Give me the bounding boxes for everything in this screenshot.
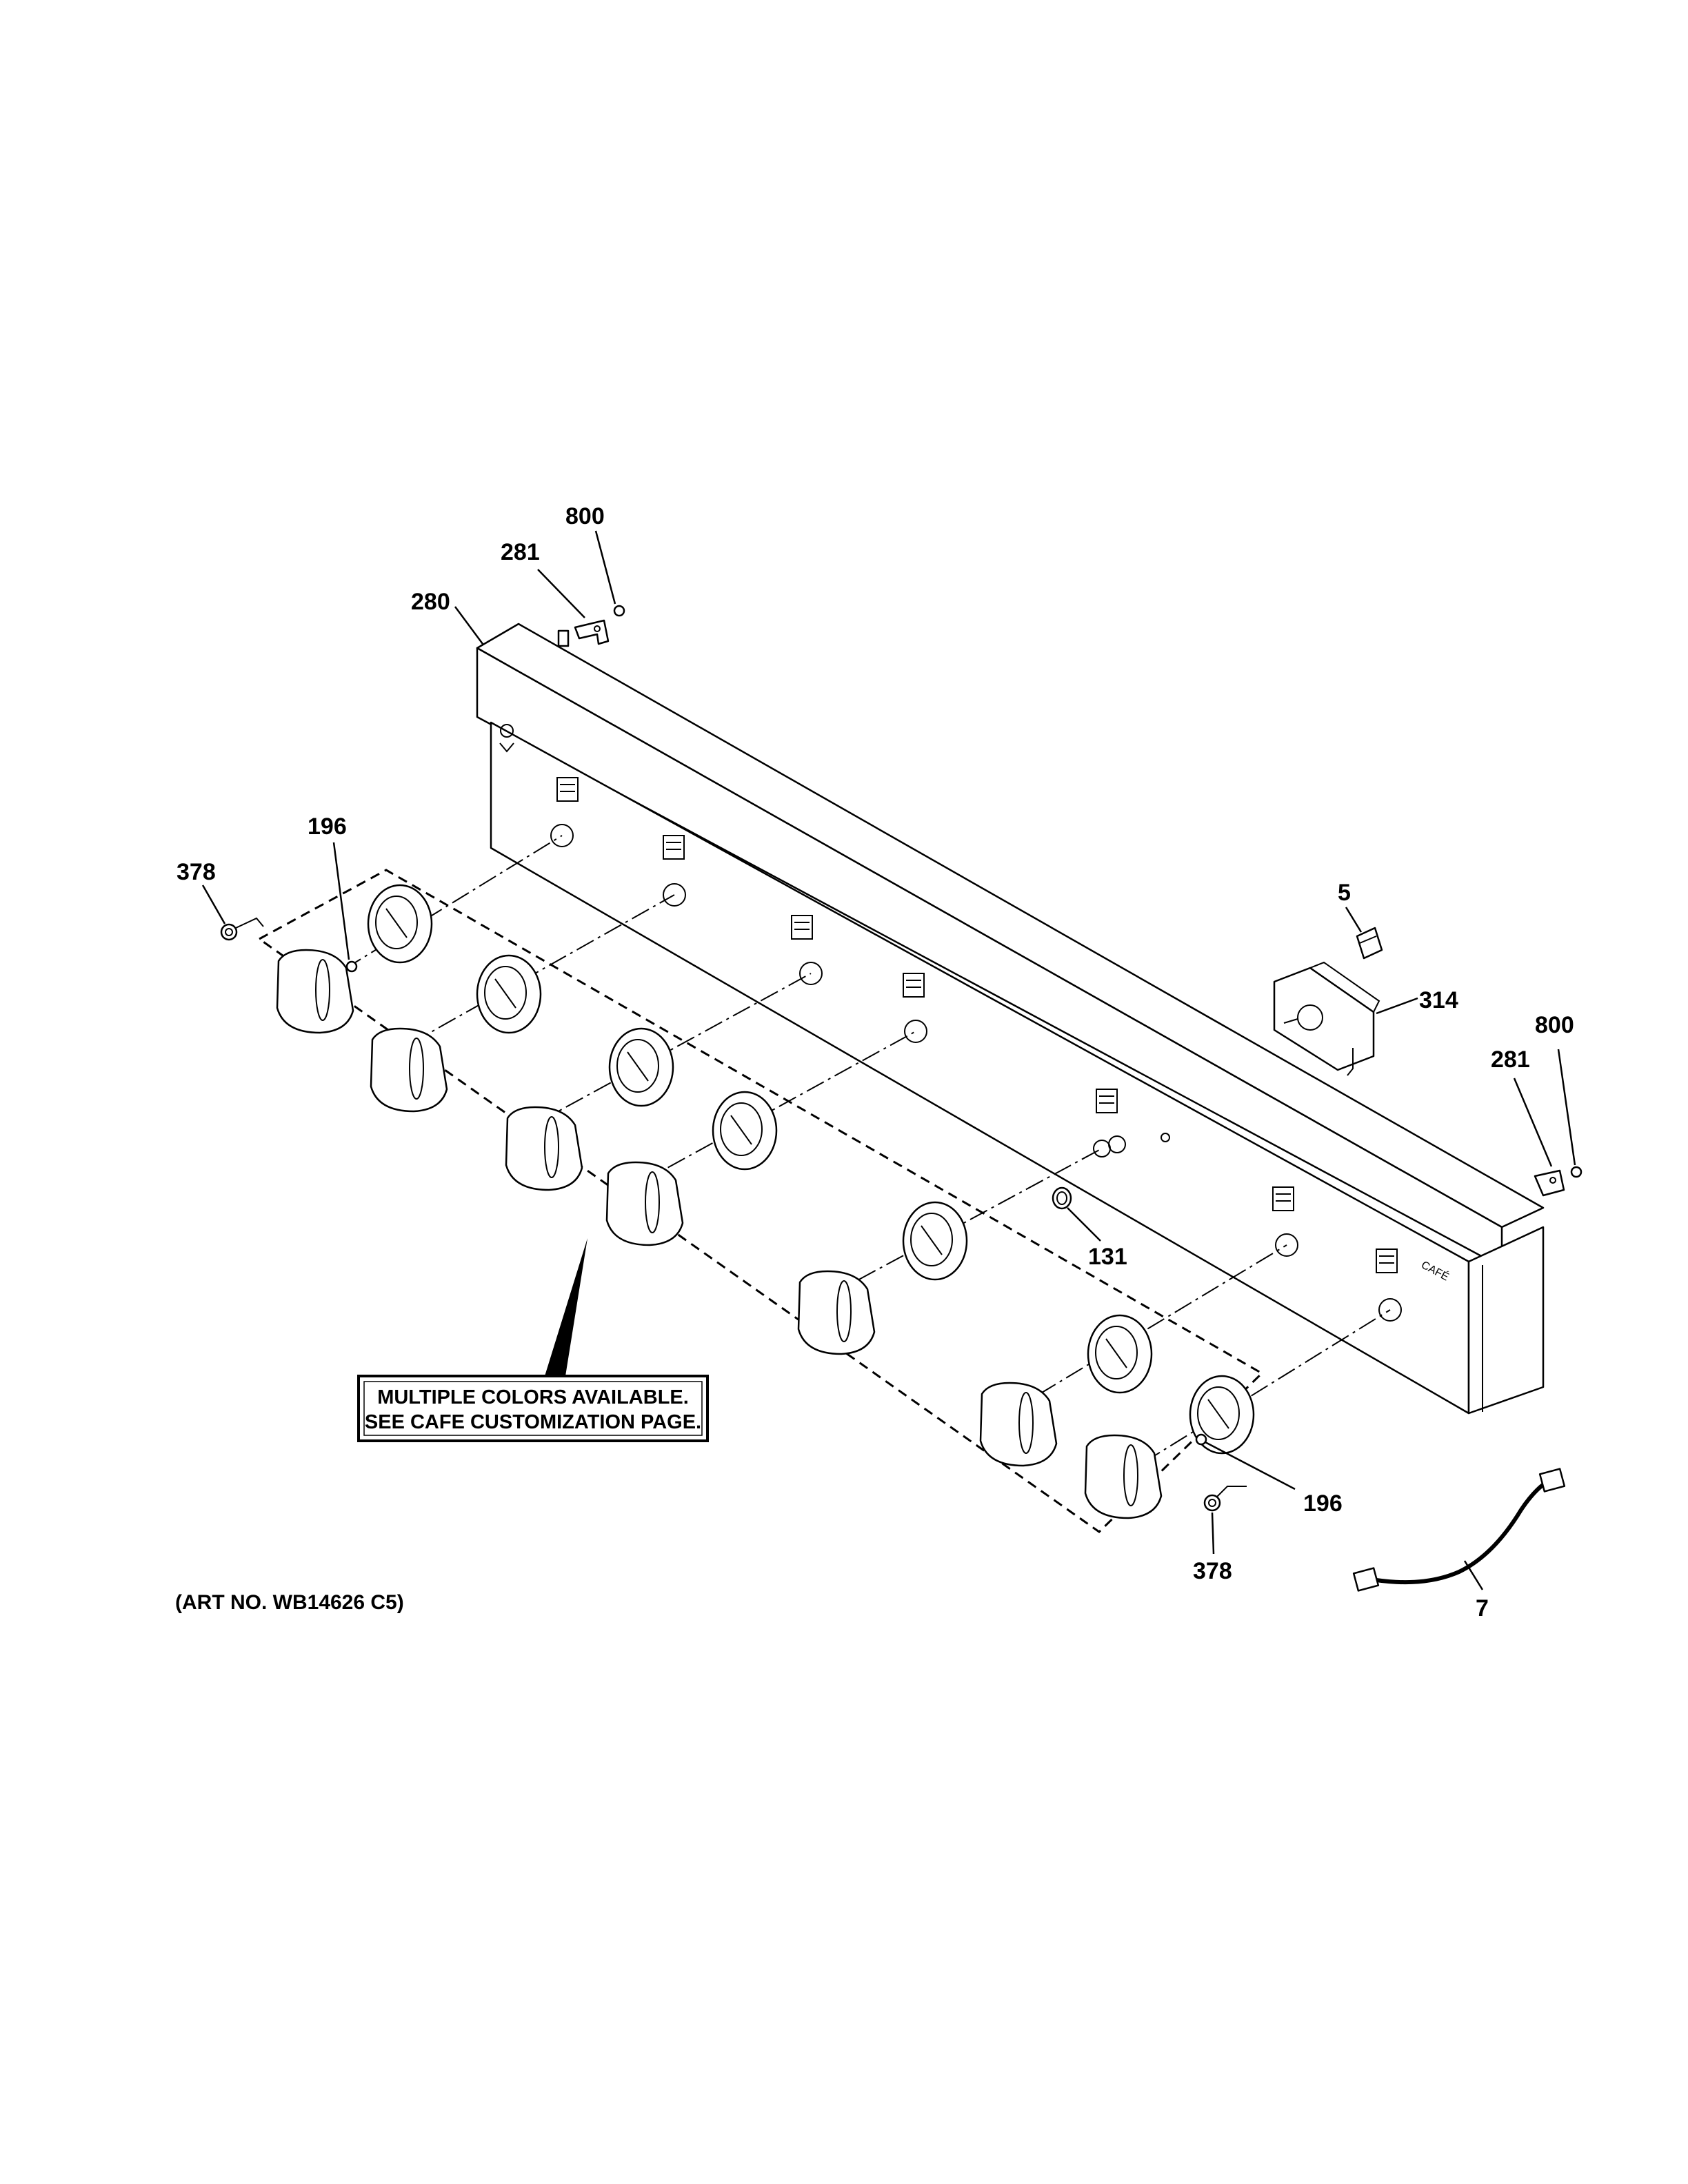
bezel-3 [608, 1027, 674, 1107]
callout-378-left: 378 [177, 859, 216, 885]
switch-5 [1356, 927, 1383, 960]
clip-378-right [1203, 1486, 1247, 1512]
callout-5: 5 [1338, 880, 1351, 906]
bracket-281-top [574, 619, 610, 645]
knob-2 [370, 1027, 448, 1113]
bezel-6 [1087, 1314, 1153, 1394]
control-panel-backguard [476, 623, 1545, 1415]
knob-7 [1084, 1434, 1163, 1519]
note-pointer [545, 1238, 587, 1376]
screw-196-right [1195, 1433, 1207, 1446]
bezel-7 [1189, 1375, 1255, 1455]
wire-harness-7 [1352, 1468, 1566, 1592]
panel-opening-7 [1376, 1248, 1402, 1322]
screw-800-right [1570, 1166, 1582, 1178]
callout-314: 314 [1419, 987, 1458, 1013]
bezel-2 [476, 954, 542, 1034]
leader-lines [201, 530, 1576, 1590]
knob-6 [979, 1382, 1058, 1467]
callout-7: 7 [1476, 1595, 1489, 1621]
panel-opening-6 [1272, 1186, 1298, 1257]
callout-280: 280 [411, 589, 450, 615]
panel-opening-5 [1093, 1089, 1170, 1157]
callout-131: 131 [1088, 1244, 1127, 1270]
note-line-1: MULTIPLE COLORS AVAILABLE. [377, 1386, 689, 1408]
callout-378-right: 378 [1193, 1558, 1232, 1584]
knob-4 [605, 1161, 684, 1246]
callout-196-right: 196 [1303, 1490, 1343, 1517]
panel-opening-2 [663, 835, 686, 907]
panel-opening-3 [791, 915, 823, 985]
panel-opening-1 [550, 777, 579, 847]
module-314 [1273, 961, 1380, 1076]
panel-opening-4 [903, 973, 927, 1043]
callout-196-left: 196 [308, 813, 347, 840]
callouts: 800 281 280 196 378 5 314 800 281 131 19… [177, 503, 1574, 1621]
bracket-281-right [1534, 1169, 1565, 1197]
knob-1 [276, 949, 354, 1034]
clip-378-left [220, 917, 264, 941]
bezel-5 [902, 1201, 968, 1281]
callout-281-top: 281 [501, 539, 540, 565]
art-number: (ART NO. WB14626 C5) [175, 1591, 404, 1614]
callout-800-right: 800 [1535, 1012, 1574, 1038]
knob-group-boundary [257, 869, 1264, 1533]
callout-281-right: 281 [1491, 1046, 1530, 1073]
screw-196-left [345, 960, 358, 973]
bezel-4 [712, 1091, 778, 1171]
callout-800-top: 800 [565, 503, 605, 529]
knob-5 [797, 1270, 876, 1355]
knob-set [276, 884, 1255, 1519]
indicator-light-131 [1052, 1186, 1072, 1210]
bezel-1 [367, 884, 433, 964]
screw-800-top [613, 605, 625, 617]
panel-knob-openings [550, 777, 1402, 1322]
colors-note-box: MULTIPLE COLORS AVAILABLE. SEE CAFE CUST… [357, 1375, 709, 1442]
knob-3 [505, 1106, 583, 1191]
note-line-2: SEE CAFE CUSTOMIZATION PAGE. [365, 1411, 701, 1433]
